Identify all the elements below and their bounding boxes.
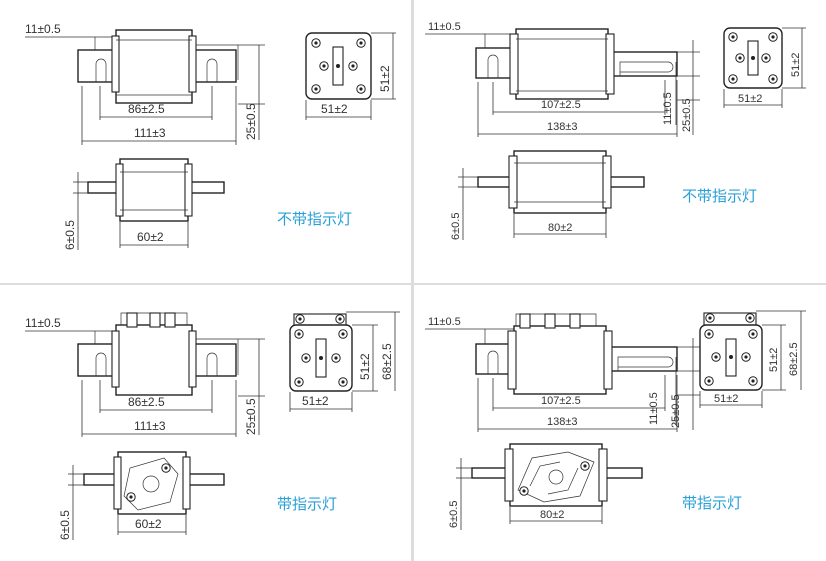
dim-side-w: 51±2 bbox=[738, 93, 762, 105]
dim-bottom-w: 60±2 bbox=[137, 230, 164, 244]
dim-tab: 11±0.5 bbox=[25, 22, 61, 36]
side-view bbox=[723, 27, 783, 89]
dim-thick: 6±0.5 bbox=[448, 501, 460, 528]
dim-side-h1: 51±2 bbox=[768, 348, 780, 372]
dim-side-h: 51±2 bbox=[378, 65, 392, 92]
dim-overall: 138±3 bbox=[547, 121, 578, 133]
dim-tab: 11±0.5 bbox=[25, 316, 61, 330]
dim-h1: 11±0.5 bbox=[662, 92, 674, 125]
vertical-divider bbox=[411, 0, 414, 561]
dim-overall: 111±3 bbox=[134, 126, 166, 140]
dim-height: 25±0.5 bbox=[244, 103, 258, 140]
dim-overall: 138±3 bbox=[547, 416, 578, 428]
dim-inner: 107±2.5 bbox=[541, 99, 581, 111]
dim-side-h1: 51±2 bbox=[358, 353, 372, 380]
dim-tab: 11±0.5 bbox=[428, 21, 461, 33]
front-view bbox=[475, 28, 678, 100]
panel-caption: 带指示灯 bbox=[682, 495, 742, 512]
bottom-view bbox=[83, 451, 225, 515]
dim-side-h: 51±2 bbox=[790, 53, 802, 77]
dim-thick: 6±0.5 bbox=[450, 213, 462, 240]
panel-caption: 带指示灯 bbox=[277, 496, 337, 513]
front-view bbox=[475, 313, 678, 395]
dim-height: 25±0.5 bbox=[244, 398, 258, 435]
bottom-view bbox=[471, 443, 643, 507]
panel-4: 11±0.5 107±2.5 138±3 11±0.5 25±0.5 bbox=[425, 310, 806, 530]
panel-3: 11±0.5 86±2.5 111±3 25±0.5 51±2 68±2.5 bbox=[25, 311, 400, 540]
dim-side-w: 51±2 bbox=[321, 102, 348, 116]
front-view bbox=[77, 312, 239, 396]
dim-bottom-w: 60±2 bbox=[135, 517, 162, 531]
dim-side-h2: 68±2.5 bbox=[788, 342, 800, 376]
side-view bbox=[305, 32, 372, 100]
dim-side-h2: 68±2.5 bbox=[380, 343, 394, 380]
dim-inner: 86±2.5 bbox=[128, 395, 165, 409]
dim-h2: 25±0.5 bbox=[670, 394, 682, 428]
dim-h2: 25±0.5 bbox=[681, 98, 693, 132]
side-view bbox=[289, 313, 353, 392]
dim-side-w: 51±2 bbox=[714, 393, 738, 405]
dim-thick: 6±0.5 bbox=[63, 220, 77, 250]
dim-inner: 86±2.5 bbox=[128, 102, 165, 116]
side-view bbox=[699, 312, 763, 391]
dim-tab: 11±0.5 bbox=[428, 316, 461, 328]
dim-bottom-w: 80±2 bbox=[548, 222, 572, 234]
panel-2: 11±0.5 107±2.5 138±3 11±0.5 25±0.5 51±2 bbox=[425, 21, 806, 240]
dim-bottom-w: 80±2 bbox=[540, 509, 564, 521]
front-view bbox=[77, 29, 239, 104]
dim-thick: 6±0.5 bbox=[58, 510, 72, 540]
horizontal-divider bbox=[0, 283, 826, 285]
bottom-view bbox=[87, 158, 225, 222]
bottom-view bbox=[477, 150, 645, 214]
dim-overall: 111±3 bbox=[134, 419, 166, 433]
dim-inner: 107±2.5 bbox=[541, 395, 581, 407]
panel-1: 11±0.5 86±2.5 111±3 25±0.5 51±2 51±2 bbox=[25, 22, 396, 250]
dim-h1: 11±0.5 bbox=[648, 392, 660, 425]
panel-caption: 不带指示灯 bbox=[682, 188, 757, 205]
panel-caption: 不带指示灯 bbox=[277, 211, 352, 228]
dim-side-w: 51±2 bbox=[302, 394, 329, 408]
